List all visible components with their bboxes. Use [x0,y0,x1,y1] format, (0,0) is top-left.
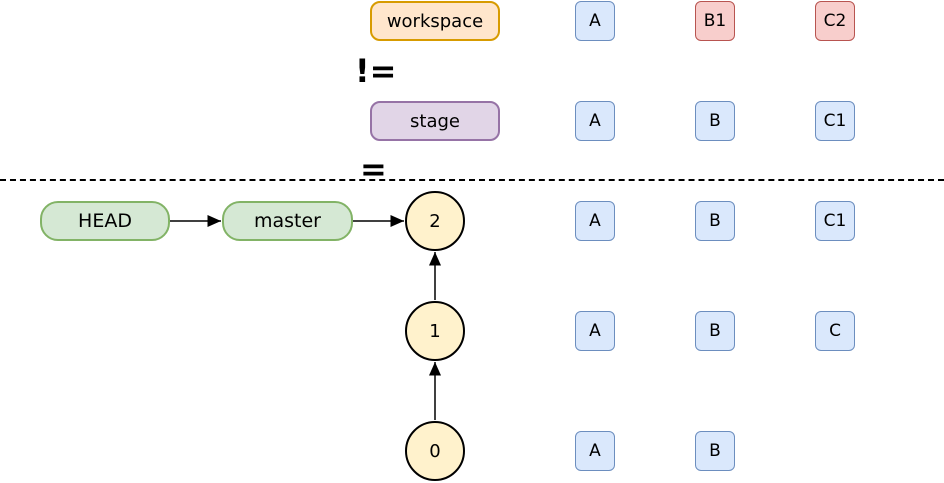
stage-file-a: A [575,101,615,141]
commit-2-node: 2 [405,191,465,251]
workspace-file-b1: B1 [695,1,735,41]
stage-file-c1: C1 [815,101,855,141]
workspace-file-c2: C2 [815,1,855,41]
repository-divider [0,179,944,181]
workspace-label: workspace [370,1,500,41]
commit-1-file-b: B [695,311,735,351]
commit-1-file-c: C [815,311,855,351]
stage-file-b: B [695,101,735,141]
commit-0-file-a: A [575,431,615,471]
commit-0-node: 0 [405,421,465,481]
commit-2-file-a: A [575,201,615,241]
stage-label: stage [370,101,500,141]
not-equal-operator: != [355,52,397,90]
workspace-file-a: A [575,1,615,41]
commit-1-node: 1 [405,301,465,361]
commit-1-file-a: A [575,311,615,351]
commit-0-file-b: B [695,431,735,471]
commit-2-file-b: B [695,201,735,241]
head-ref: HEAD [40,201,170,241]
commit-2-file-c1: C1 [815,201,855,241]
master-branch-ref: master [222,201,353,241]
